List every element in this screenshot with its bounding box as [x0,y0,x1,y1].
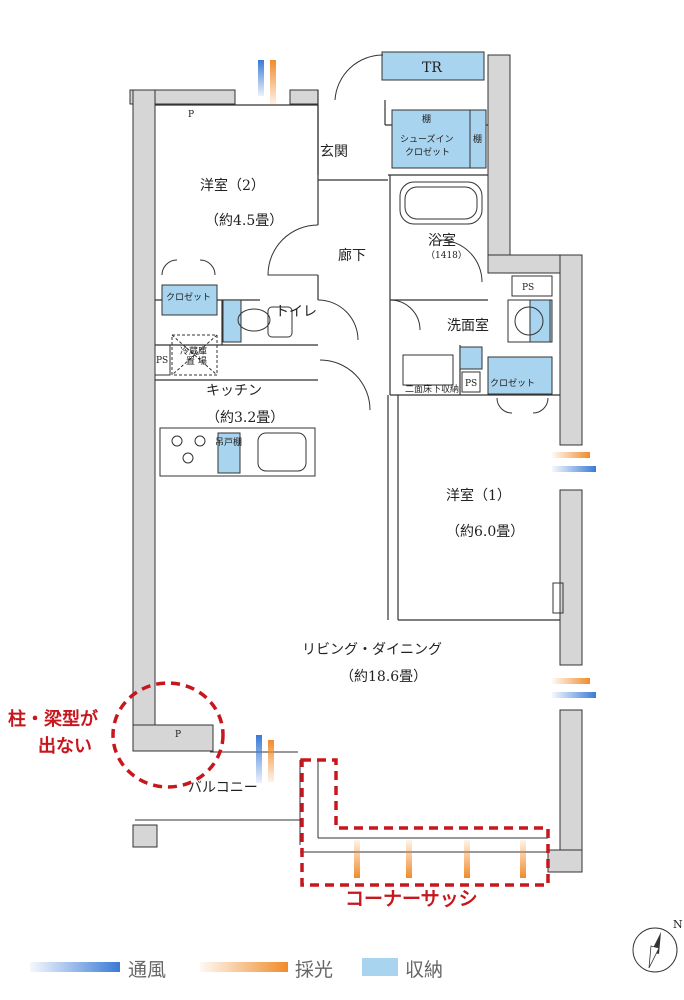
kitchen-label: キッチン [206,383,262,399]
legend-light-label: 採光 [295,959,333,981]
corridor-label: 廊下 [338,247,366,264]
washroom-shelf [529,299,553,343]
kitchen-hanging-shelf [217,432,241,474]
pillar-callout-line1: 柱・梁型が [8,708,98,730]
shoe-closet-shelf [469,109,487,169]
washer-space [507,299,551,343]
kitchen-size: （約3.2畳） [206,410,284,426]
shelf-label: 棚 [422,113,431,125]
legend: 通風 採光 収納 [30,958,443,981]
vent-arrow-right1 [552,466,596,472]
toilet-shelf [222,299,242,343]
bathtub [399,181,483,225]
western2-label: 洋室（2） [200,177,265,194]
doors [161,54,549,414]
corner-sash-label: コーナーサッシ [345,888,478,910]
fixtures [135,181,564,853]
legend-vent-label: 通風 [128,959,166,981]
balcony-label: バルコニー [188,780,258,796]
shelf-label-side: 棚 [473,133,482,145]
light-arrow-bal [268,740,274,782]
hanging-shelf-label: 吊戸棚 [215,436,242,448]
living-label: リビング・ダイニング [302,642,442,658]
vent-arrow-top [258,60,264,96]
vent-arrow-right2 [552,692,596,698]
legend-light-swatch [200,962,288,972]
toilet-bowl [237,308,271,332]
ps-label-top: PS [522,283,534,293]
western2-closet [161,284,218,316]
vent-arrow-bal [256,735,262,783]
tr-storage [381,51,485,81]
linen-storage [459,346,483,370]
callouts: 柱・梁型が 出ない コーナーサッシ [8,681,550,910]
tr-label: TR [422,60,442,76]
entrance-label: 玄関 [320,143,348,160]
legend-vent-swatch [30,962,120,972]
western1-closet-label: クロゼット [490,377,535,389]
light-arrow-sash1 [354,840,360,878]
bath-size: （1418） [426,250,467,261]
western2-closet-label: クロゼット [166,291,211,303]
kitchen-counter [159,427,316,477]
legend-storage-label: 収納 [405,959,443,981]
p-label-bottom: P [175,730,181,740]
airflow-arrows [256,60,596,878]
western1-size: （約6.0畳） [446,524,524,540]
light-arrow-sash3 [464,840,470,878]
compass-icon: N [632,918,683,973]
fridge-label-1: 冷蔵庫 [180,345,207,357]
bath-label: 浴室 [428,232,456,249]
living-size: （約18.6畳） [340,669,427,685]
ps-label-kitchen: PS [156,356,168,366]
kitchen-sink [257,432,307,472]
western1-label: 洋室（1） [446,487,511,504]
p-label-top: P [188,110,194,120]
fridge-space [171,334,218,376]
light-arrow-right2 [552,678,590,684]
compass-label: N [673,918,683,931]
fridge-label-2: 置 場 [186,355,207,367]
washroom-label: 洗面室 [447,317,489,334]
exterior-walls [129,54,583,873]
legend-storage-swatch [362,958,398,976]
shoe-closet-label-2: クロゼット [405,146,450,158]
wash-basin [402,354,454,386]
ps-label-wash: PS [465,379,477,389]
shoe-closet [391,109,471,169]
corner-sash-outline [300,758,550,887]
western1-closet [487,356,553,395]
western2-size: （約4.5畳） [205,213,283,229]
shoe-closet-label-1: シューズイン [400,133,454,145]
pillar-callout-line2: 出ない [38,735,92,757]
storage-areas [161,51,553,474]
room-labels: 洋室（2） （約4.5畳） 玄関 シューズイン クロゼット 棚 棚 TR 浴室 … [156,60,535,796]
underfloor-label: 二面床下収納 [405,383,459,395]
light-arrow-top [270,60,276,105]
light-arrow-sash4 [520,840,526,878]
light-arrow-sash2 [406,840,412,878]
pillar-callout-circle [111,681,225,789]
toilet-label: トイレ [275,304,317,320]
light-arrow-right1 [552,452,590,458]
